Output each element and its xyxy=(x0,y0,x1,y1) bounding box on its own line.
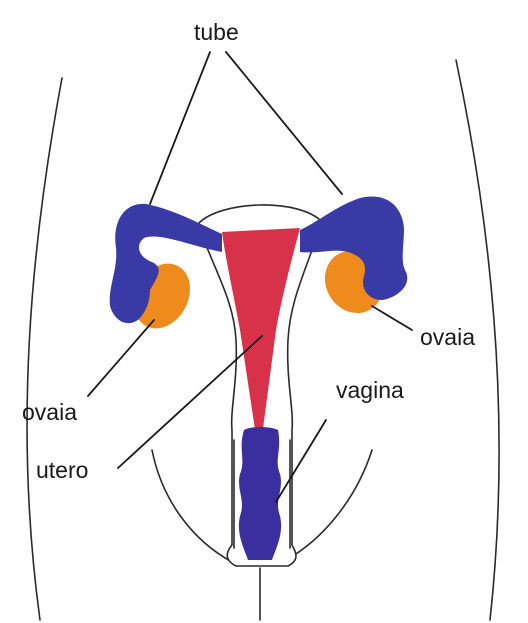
ovary-leader-left xyxy=(88,320,154,396)
vagina-shape xyxy=(239,427,281,560)
label-ovary-left: ovaia xyxy=(22,399,77,425)
label-uterus: utero xyxy=(36,457,88,483)
thigh-outline-left xyxy=(152,450,232,562)
ovary-leader-right xyxy=(372,306,412,330)
label-tube: tube xyxy=(194,19,239,45)
tube-leader-right xyxy=(226,52,342,194)
label-vagina: vagina xyxy=(336,377,404,403)
body-outline-left xyxy=(27,78,62,620)
tube-leader-left xyxy=(150,52,210,204)
label-ovary-right: ovaia xyxy=(420,324,475,350)
thigh-outline-right xyxy=(286,450,372,560)
